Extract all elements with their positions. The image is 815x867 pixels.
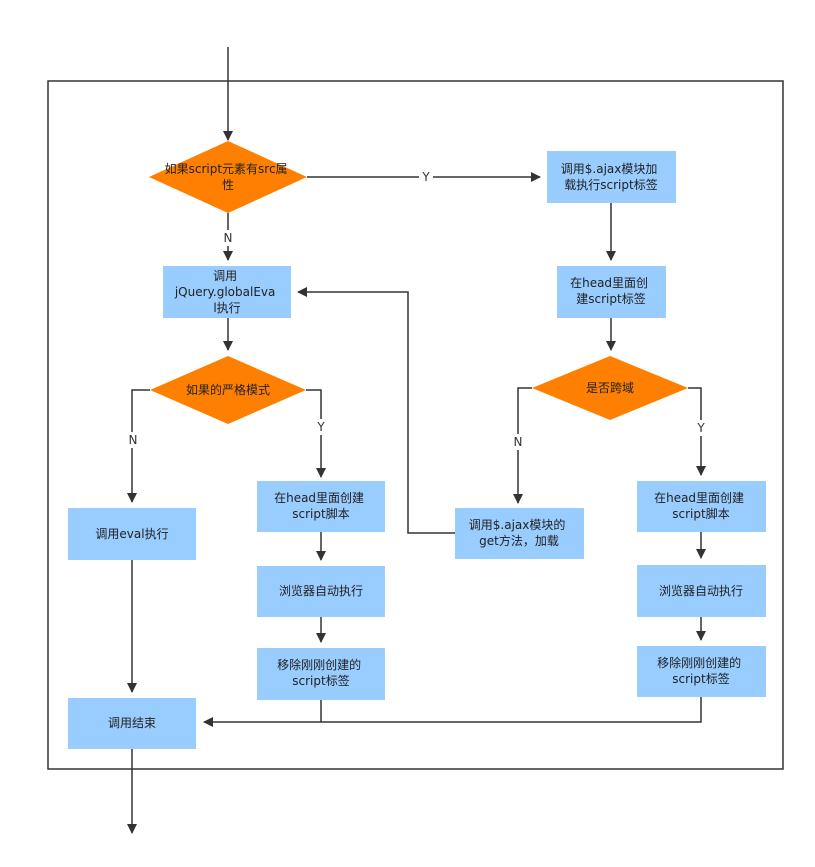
label-cross-no: N bbox=[514, 435, 523, 449]
svg-text:移除刚刚创建的 script标签: 移除刚刚创建的 script标签 bbox=[277, 657, 365, 688]
svg-text:移除刚刚创建的 script标签: 移除刚刚创建的 script标签 bbox=[657, 655, 745, 686]
edge-labels: Y N N Y N Y bbox=[125, 169, 708, 450]
svg-text:调用$.ajax模块加 载执行script标签: 调用$.ajax模块加 载执行script标签 bbox=[561, 162, 661, 192]
decision-strict-node: 如果的严格模式 bbox=[150, 356, 306, 424]
edge-ajaxget-to-globaleval bbox=[297, 287, 455, 534]
call-end-node: 调用结束 bbox=[68, 698, 196, 749]
decision-src-line-2: 性 bbox=[222, 178, 234, 192]
ajax-get-line-1: 调用$.ajax模块的 bbox=[469, 517, 566, 532]
create-script-right-line-2: script脚本 bbox=[672, 506, 729, 521]
browser-exec-left-label: 浏览器自动执行 bbox=[279, 583, 363, 598]
create-in-head-right-line-1: 在head里面创 bbox=[570, 276, 648, 290]
decision-cross-label: 是否跨域 bbox=[586, 381, 634, 395]
decision-src-line-1: 如果script元素有src属 bbox=[165, 161, 288, 176]
remove-right-node: 移除刚刚创建的 script标签 bbox=[637, 646, 766, 697]
edge-strict-no bbox=[127, 389, 150, 503]
eval-exec-label: 调用eval执行 bbox=[95, 527, 168, 541]
global-eval-line-3: l执行 bbox=[213, 301, 240, 315]
eval-exec-node: 调用eval执行 bbox=[68, 508, 196, 560]
browser-exec-right-label: 浏览器自动执行 bbox=[659, 583, 743, 598]
remove-right-line-2: script标签 bbox=[672, 671, 729, 686]
global-eval-node: 调用 jQuery.globalEva l执行 bbox=[163, 266, 291, 318]
remove-right-line-1: 移除刚刚创建的 bbox=[657, 655, 741, 670]
create-in-head-right-line-2: 建script标签 bbox=[576, 291, 645, 306]
browser-exec-right-node: 浏览器自动执行 bbox=[637, 565, 766, 617]
edge-right-remove-to-end bbox=[203, 697, 702, 727]
browser-exec-left-node: 浏览器自动执行 bbox=[257, 566, 385, 617]
edge-cross-yes bbox=[688, 387, 706, 476]
svg-text:在head里面创建 script脚本: 在head里面创建 script脚本 bbox=[654, 491, 748, 521]
edge-strict-yes bbox=[306, 389, 326, 478]
edges bbox=[127, 47, 706, 834]
label-strict-no: N bbox=[129, 433, 138, 447]
svg-text:在head里面创建 script脚本: 在head里面创建 script脚本 bbox=[274, 491, 368, 521]
call-end-label: 调用结束 bbox=[108, 716, 156, 730]
svg-text:在head里面创 建script标签: 在head里面创 建script标签 bbox=[570, 276, 652, 306]
create-in-head-right-node: 在head里面创 建script标签 bbox=[557, 266, 666, 318]
label-src-yes: Y bbox=[421, 170, 430, 184]
decision-strict-label: 如果的严格模式 bbox=[186, 382, 270, 397]
decision-src-node: 如果script元素有src属 性 bbox=[149, 141, 307, 213]
svg-text:调用 jQuery.globalEva: 调用 jQuery.globalEva l执行 bbox=[174, 269, 279, 315]
ajax-load-line-2: 载执行script标签 bbox=[564, 177, 657, 192]
svg-text:如果script元素有src属 性: 如果script元素有src属 性 bbox=[165, 161, 292, 192]
global-eval-line-2: jQuery.globalEva bbox=[174, 285, 276, 299]
outer-frame bbox=[47, 80, 784, 770]
create-script-left-line-2: script脚本 bbox=[292, 506, 349, 521]
create-script-left-node: 在head里面创建 script脚本 bbox=[257, 481, 385, 532]
remove-left-line-2: script标签 bbox=[292, 673, 349, 688]
create-script-left-line-1: 在head里面创建 bbox=[274, 491, 364, 505]
ajax-load-line-1: 调用$.ajax模块加 bbox=[561, 162, 658, 176]
label-cross-yes: Y bbox=[696, 421, 705, 435]
edge-cross-no bbox=[513, 387, 532, 504]
label-src-no: N bbox=[224, 231, 233, 245]
remove-left-node: 移除刚刚创建的 script标签 bbox=[257, 648, 385, 700]
create-script-right-line-1: 在head里面创建 bbox=[654, 491, 744, 505]
ajax-get-line-2: get方法，加载 bbox=[479, 533, 559, 548]
remove-left-line-1: 移除刚刚创建的 bbox=[277, 657, 361, 672]
decision-cross-node: 是否跨域 bbox=[532, 356, 688, 420]
label-strict-yes: Y bbox=[316, 420, 325, 434]
create-script-right-node: 在head里面创建 script脚本 bbox=[637, 481, 766, 532]
ajax-get-node: 调用$.ajax模块的 get方法，加载 bbox=[455, 508, 584, 559]
global-eval-line-1: 调用 bbox=[213, 269, 237, 283]
ajax-load-node: 调用$.ajax模块加 载执行script标签 bbox=[547, 151, 676, 203]
svg-text:调用$.ajax模块的 get方法，加载: 调用$.ajax模块的 get方法，加载 bbox=[469, 517, 569, 548]
